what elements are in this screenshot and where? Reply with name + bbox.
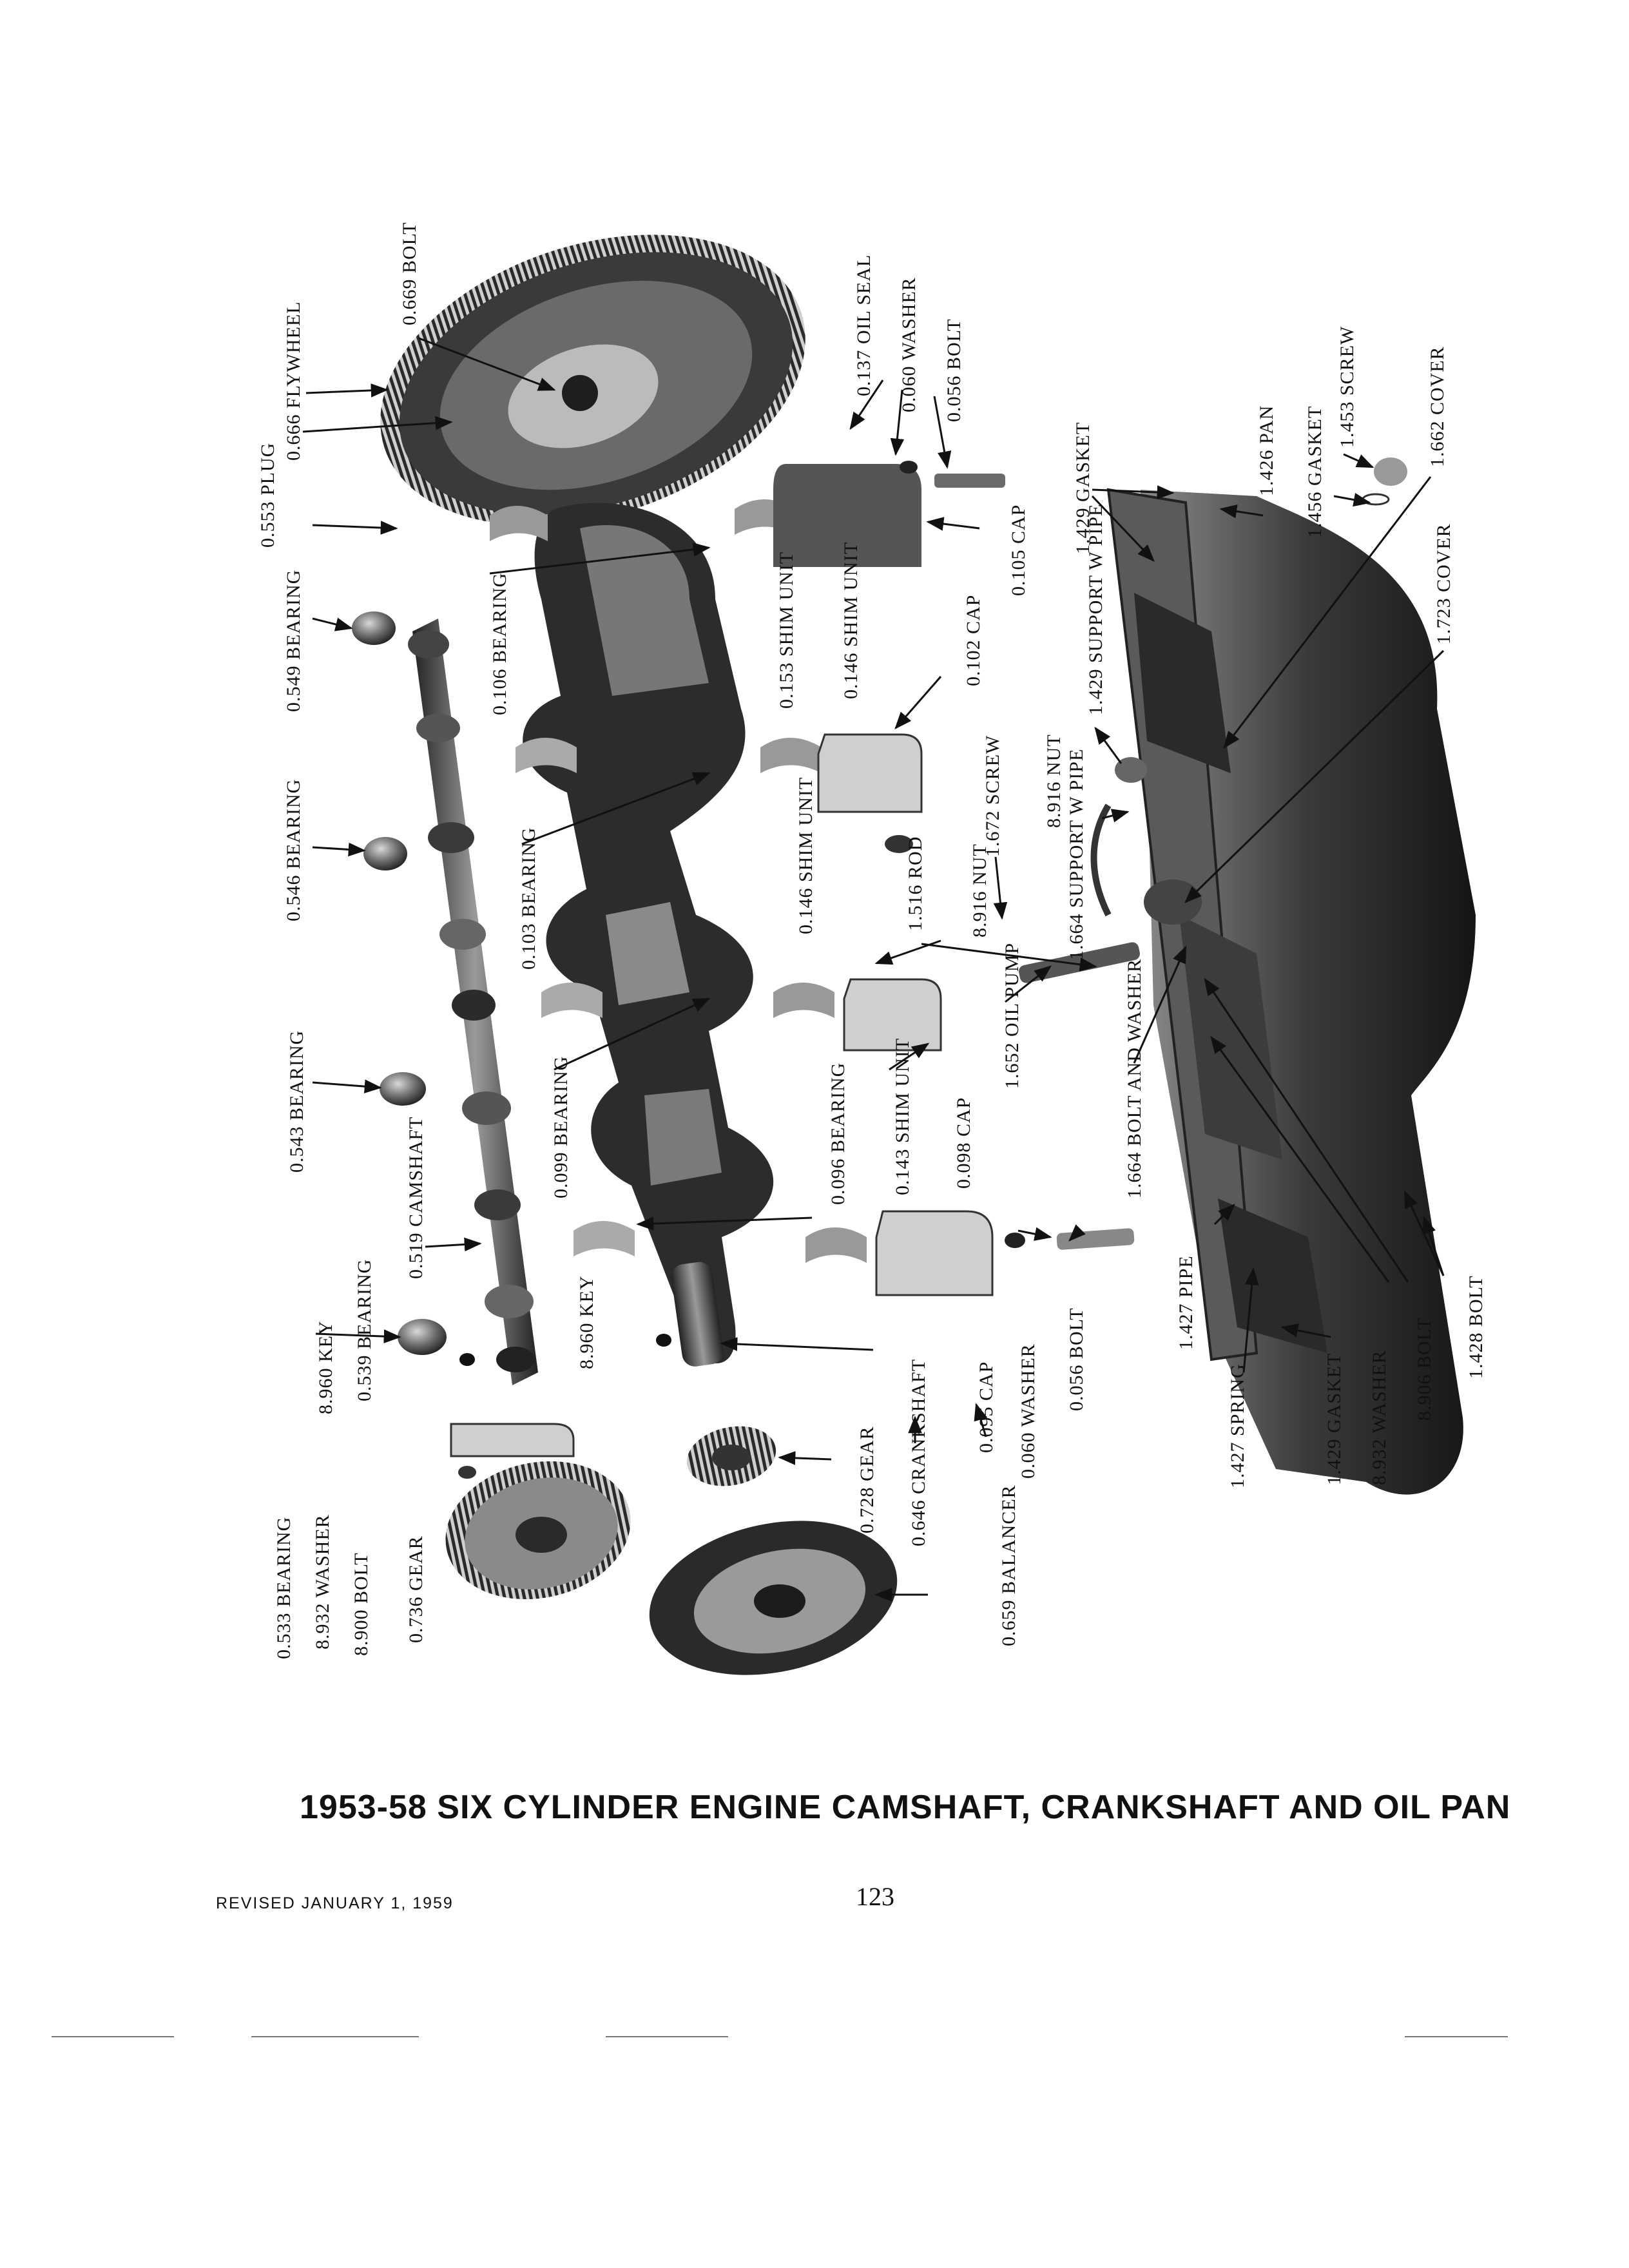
callout-1429-gasket-2: 1.429 GASKET	[1324, 1353, 1345, 1485]
callout-1662-cover: 1.662 COVER	[1427, 346, 1448, 467]
timing-gears-and-balancer	[445, 1423, 898, 1675]
callout-0137-oil-seal: 0.137 OIL SEAL	[853, 255, 874, 396]
callout-0549-bearing: 0.549 BEARING	[283, 570, 304, 712]
callout-0533-bearing: 0.533 BEARING	[273, 1517, 294, 1659]
scan-edge-line-4	[1405, 2036, 1508, 2037]
callout-8916-nut-2: 8.916 NUT	[1043, 734, 1065, 828]
main-bearings	[490, 499, 867, 1263]
callout-0666-flywheel: 0.666 FLYWHEEL	[283, 301, 304, 461]
callout-labels: 0.669 BOLT 0.666 FLYWHEEL 0.553 PLUG 0.5…	[257, 222, 1487, 1659]
camshaft	[408, 619, 538, 1385]
callout-1516-rod: 1.516 ROD	[905, 836, 926, 931]
callout-1664-support-w-pipe: 1.664 SUPPORT W PIPE	[1066, 749, 1087, 960]
small-hardware	[458, 457, 1407, 1479]
callout-0096-bearing: 0.096 BEARING	[827, 1062, 849, 1205]
callout-1456-gasket: 1.456 GASKET	[1304, 406, 1325, 538]
callout-0659-balancer: 0.659 BALANCER	[998, 1485, 1019, 1646]
callout-8960-key: 8.960 KEY	[315, 1320, 336, 1414]
callout-0105-cap: 0.105 CAP	[1008, 505, 1029, 596]
callout-0095-cap: 0.095 CAP	[976, 1361, 997, 1453]
callout-0060-washer-2: 0.060 WASHER	[1017, 1343, 1039, 1479]
revision-date: REVISED JANUARY 1, 1959	[216, 1894, 454, 1912]
scan-edge-line-1	[52, 2036, 174, 2037]
callout-1453-screw: 1.453 SCREW	[1336, 326, 1358, 448]
callout-0103-bearing: 0.103 BEARING	[518, 827, 539, 970]
callout-0146-shim-unit-2: 0.146 SHIM UNIT	[795, 777, 816, 934]
callout-1427-spring: 1.427 SPRING	[1227, 1363, 1248, 1488]
callout-0519-camshaft: 0.519 CAMSHAFT	[405, 1117, 427, 1279]
callout-0056-bolt: 0.056 BOLT	[943, 318, 965, 422]
callout-0669-bolt: 0.669 BOLT	[399, 222, 420, 325]
crankshaft	[523, 503, 774, 1367]
callout-1664-bolt-and-washer: 1.664 BOLT AND WASHER	[1124, 959, 1145, 1198]
page-title: 1953-58 SIX CYLINDER ENGINE CAMSHAFT, CR…	[300, 1789, 1511, 1826]
callout-0060-washer: 0.060 WASHER	[898, 277, 920, 412]
leader-lines	[302, 337, 1445, 1602]
callout-0098-cap: 0.098 CAP	[953, 1097, 974, 1189]
callout-0143-shim-unit: 0.143 SHIM UNIT	[892, 1038, 913, 1195]
page-number: 123	[856, 1882, 894, 1911]
callout-8916-nut: 8.916 NUT	[969, 843, 990, 937]
callout-8906-bolt: 8.906 BOLT	[1414, 1317, 1435, 1421]
callout-1429-gasket: 1.429 GASKET	[1072, 422, 1094, 554]
callout-8960-key-crank: 8.960 KEY	[576, 1275, 597, 1369]
callout-1672-screw: 1.672 SCREW	[982, 735, 1003, 857]
scan-edge-line-2	[251, 2036, 419, 2037]
callout-0102-cap: 0.102 CAP	[963, 595, 984, 686]
callout-0736-gear: 0.736 GEAR	[405, 1535, 427, 1643]
callout-0106-bearing: 0.106 BEARING	[489, 573, 510, 715]
callout-0546-bearing: 0.546 BEARING	[283, 779, 304, 921]
flywheel	[380, 235, 805, 526]
callout-1428-bolt: 1.428 BOLT	[1465, 1275, 1487, 1379]
callout-1723-cover: 1.723 COVER	[1433, 523, 1454, 644]
scan-edge-line-3	[606, 2036, 728, 2037]
callout-8900-bolt: 8.900 BOLT	[351, 1552, 372, 1656]
callout-0056-bolt-2: 0.056 BOLT	[1066, 1307, 1087, 1411]
callout-0543-bearing: 0.543 BEARING	[286, 1030, 307, 1173]
cam-bearings	[352, 611, 447, 1355]
callout-8932-washer-2: 8.932 WASHER	[1369, 1350, 1390, 1485]
callout-8932-washer: 8.932 WASHER	[312, 1514, 333, 1649]
callout-0099-bearing: 0.099 BEARING	[550, 1056, 572, 1198]
callout-0646-crankshaft: 0.646 CRANKSHAFT	[908, 1359, 929, 1546]
callout-0153-shim-unit: 0.153 SHIM UNIT	[776, 552, 797, 709]
bearing-caps	[773, 464, 994, 1296]
callout-0553-plug: 0.553 PLUG	[257, 443, 278, 548]
callout-0539-bearing: 0.539 BEARING	[354, 1259, 375, 1401]
callout-1429-support-w-pipe: 1.429 SUPPORT W PIPE	[1085, 504, 1106, 715]
callout-1427-pipe: 1.427 PIPE	[1175, 1255, 1197, 1350]
callout-0146-shim-unit: 0.146 SHIM UNIT	[840, 542, 862, 699]
callout-0728-gear: 0.728 GEAR	[856, 1426, 878, 1533]
callout-1652-oil-pump: 1.652 OIL PUMP	[1001, 943, 1023, 1089]
callout-1426-pan: 1.426 PAN	[1256, 405, 1277, 496]
